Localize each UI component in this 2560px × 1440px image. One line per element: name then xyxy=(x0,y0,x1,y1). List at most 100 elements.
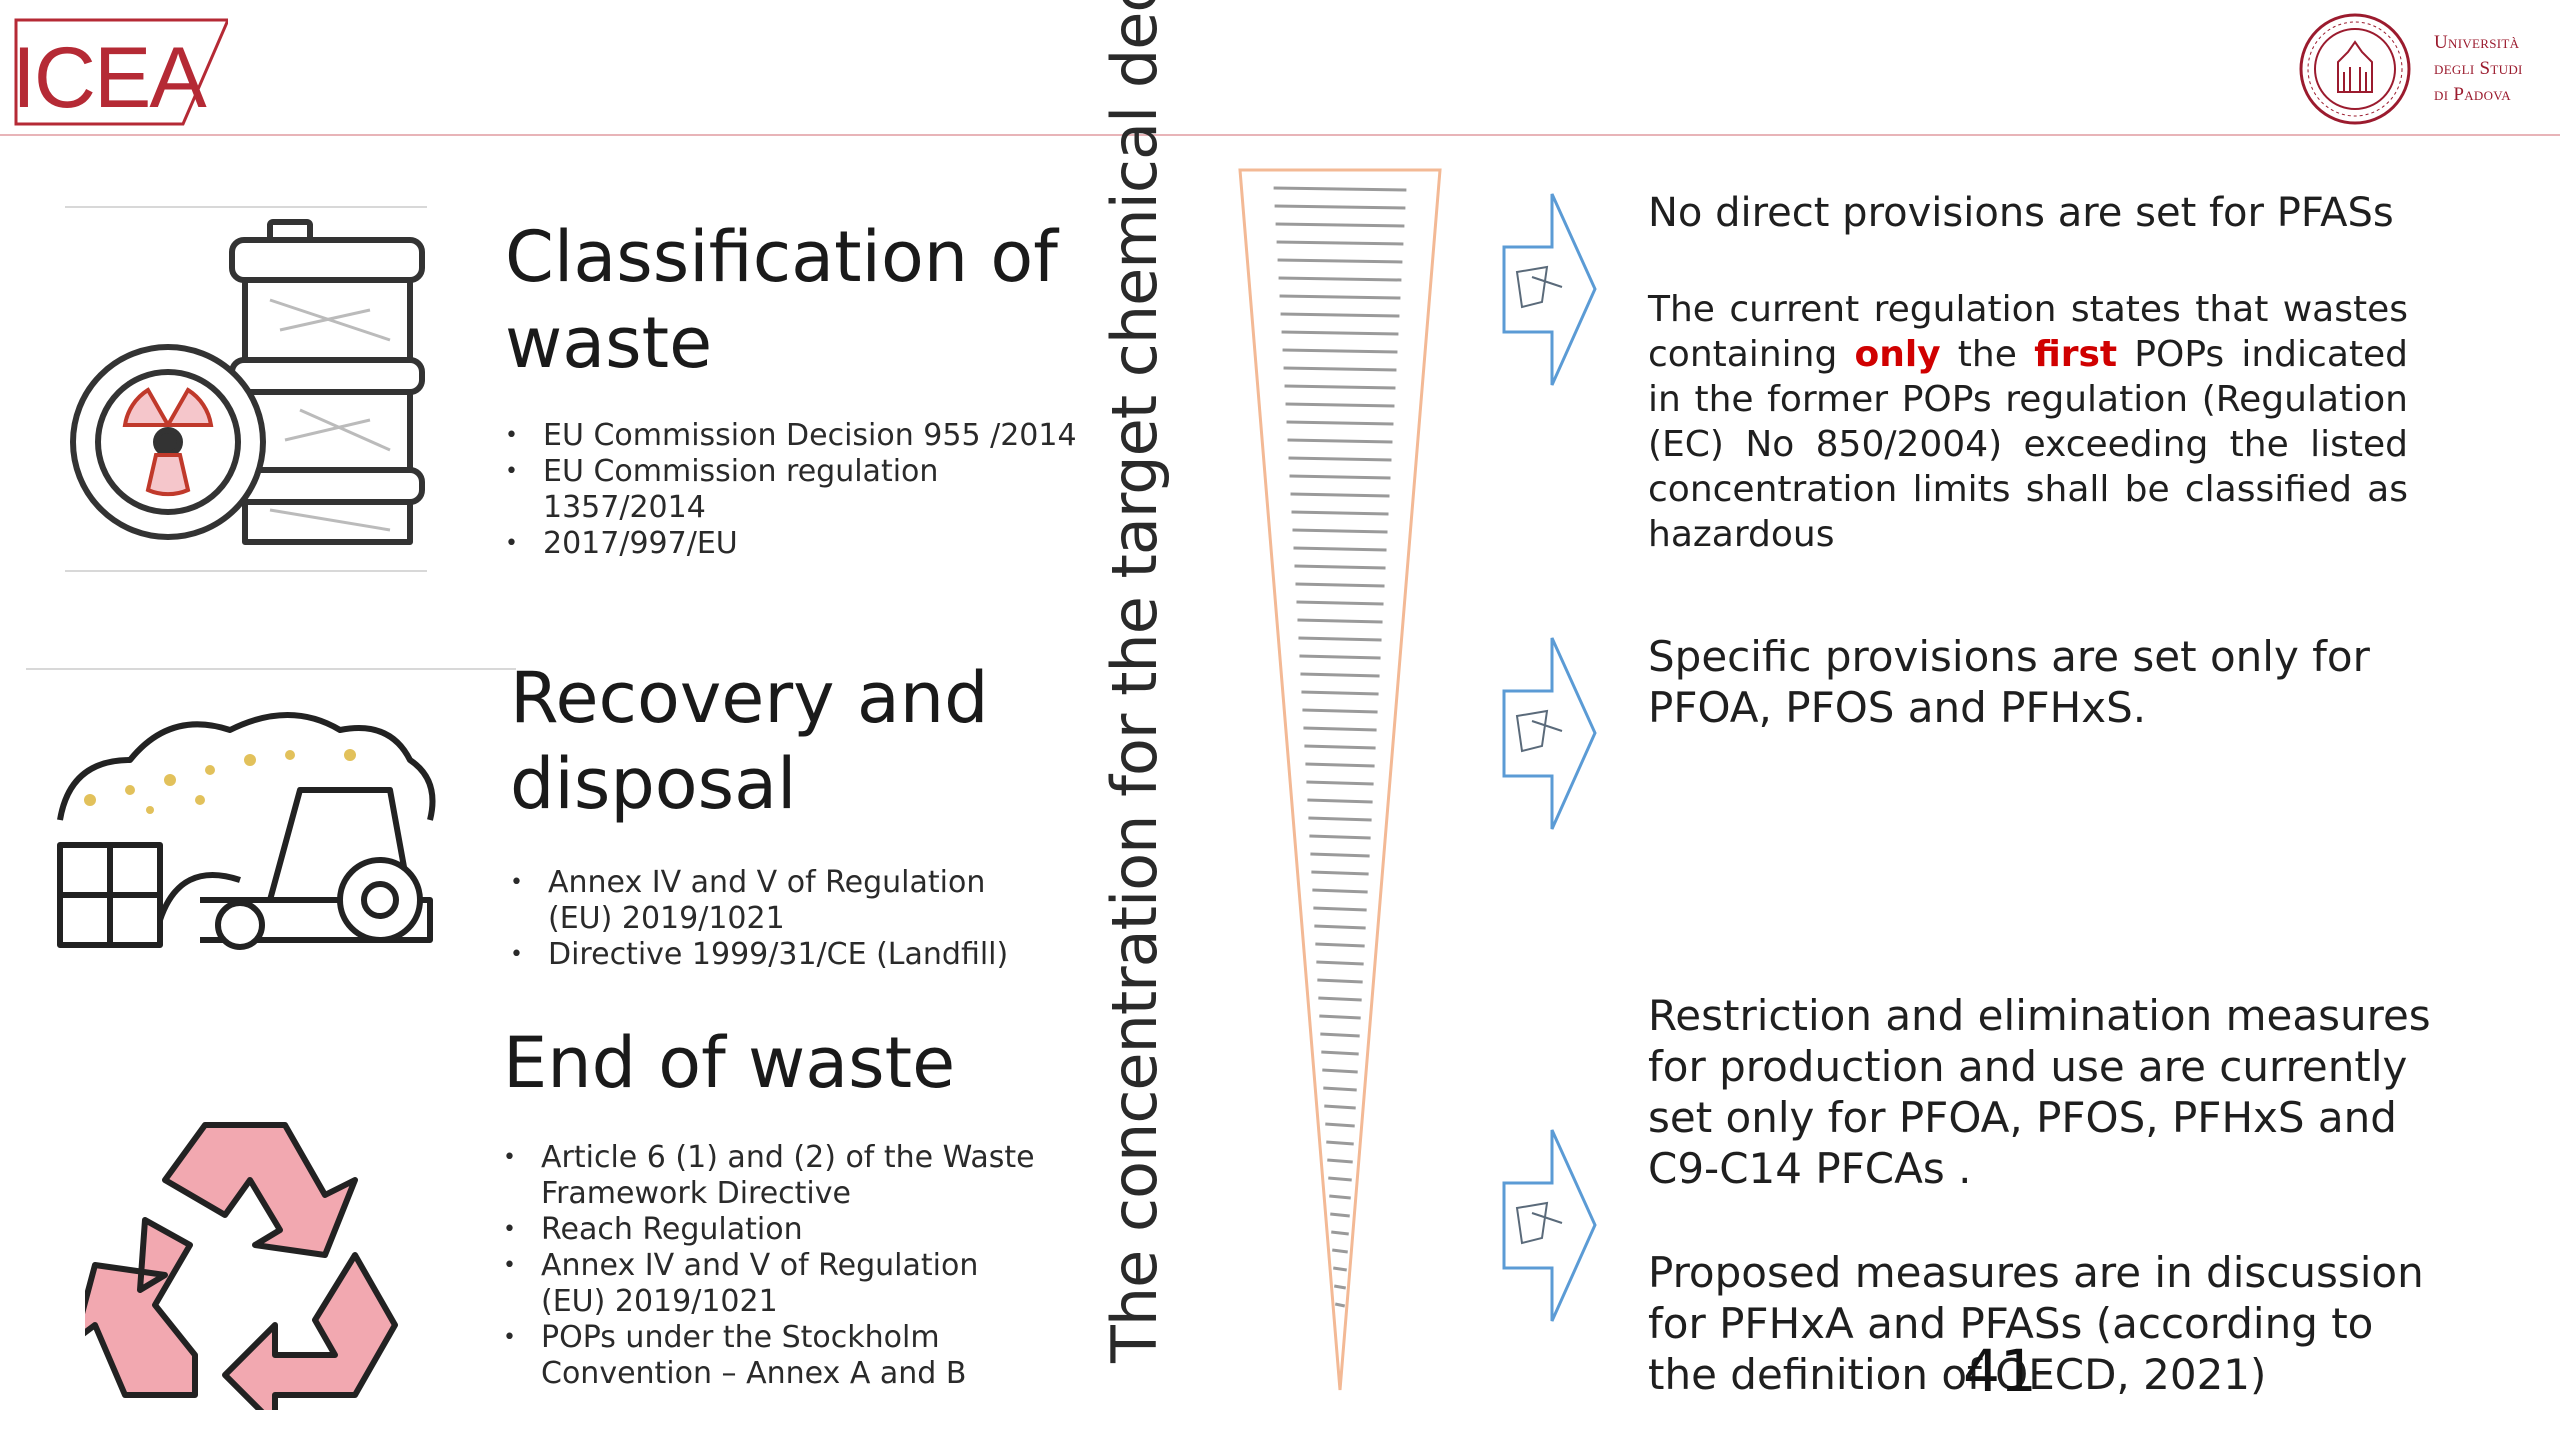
recovery-list: Annex IV and V of Regulation (EU) 2019/1… xyxy=(510,865,1050,973)
funnel-line xyxy=(1287,438,1393,444)
funnel-line xyxy=(1322,1068,1358,1074)
funnel-line xyxy=(1318,996,1362,1002)
list-item: EU Commission regulation 1357/2014 xyxy=(505,454,1085,526)
list-item: Annex IV and V of Regulation (EU) 2019/1… xyxy=(510,865,1050,937)
university-seal-icon xyxy=(2299,13,2411,125)
header-divider xyxy=(0,134,2560,136)
funnel-line xyxy=(1304,744,1376,750)
funnel-line xyxy=(1315,942,1365,948)
funnel-line xyxy=(1277,258,1403,264)
list-item: Directive 1999/31/CE (Landfill) xyxy=(510,937,1050,973)
list-item: Reach Regulation xyxy=(503,1212,1043,1248)
funnel-line xyxy=(1334,1302,1346,1308)
divider xyxy=(26,668,516,670)
arrow-right-icon xyxy=(1502,193,1597,386)
funnel-line xyxy=(1302,708,1378,714)
funnel-line xyxy=(1275,222,1405,228)
funnel-line xyxy=(1310,852,1370,858)
restriction-measures-text: Restriction and elimination measures for… xyxy=(1648,991,2431,1193)
end-of-waste-title: End of waste xyxy=(503,1022,956,1104)
loader-truck-icon xyxy=(57,712,436,950)
funnel-line xyxy=(1316,960,1364,966)
list-item: EU Commission Decision 955 /2014 xyxy=(505,418,1085,454)
divider xyxy=(65,206,427,208)
funnel-line xyxy=(1296,600,1384,606)
funnel-line xyxy=(1308,816,1372,822)
funnel-line xyxy=(1317,978,1363,984)
barrel-radiation-icon xyxy=(70,219,425,545)
funnel-line xyxy=(1330,1212,1350,1218)
funnel-line xyxy=(1319,1014,1361,1020)
classification-list: EU Commission Decision 955 /2014 EU Comm… xyxy=(505,418,1085,562)
funnel-line xyxy=(1293,546,1387,552)
svg-text:ICEA: ICEA xyxy=(12,30,207,126)
funnel-line xyxy=(1312,888,1368,894)
funnel-line xyxy=(1284,384,1396,390)
funnel-line xyxy=(1333,1284,1347,1290)
funnel-line xyxy=(1327,1158,1353,1164)
funnel-line xyxy=(1307,798,1373,804)
funnel-line xyxy=(1324,1104,1356,1110)
icea-logo: ICEA xyxy=(12,18,228,126)
vertical-caption: The concentration for the target chemica… xyxy=(1098,0,1171,1363)
highlight-first: first xyxy=(2034,334,2118,375)
funnel-line xyxy=(1294,564,1386,570)
funnel-line xyxy=(1300,672,1380,678)
list-item: Annex IV and V of Regulation (EU) 2019/1… xyxy=(503,1248,1043,1320)
funnel-line xyxy=(1329,1194,1351,1200)
list-item: Article 6 (1) and (2) of the Waste Frame… xyxy=(503,1140,1043,1212)
funnel-line xyxy=(1320,1032,1360,1038)
funnel-line xyxy=(1285,402,1395,408)
funnel-line xyxy=(1326,1140,1354,1146)
funnel-line xyxy=(1291,510,1389,516)
funnel-line xyxy=(1276,240,1404,246)
funnel-line xyxy=(1283,366,1397,372)
recovery-title: Recovery and disposal xyxy=(510,657,989,825)
funnel-line xyxy=(1280,312,1400,318)
funnel-line xyxy=(1279,294,1401,300)
funnel-line xyxy=(1273,186,1407,192)
funnel-line xyxy=(1288,456,1392,462)
funnel-line xyxy=(1313,906,1367,912)
funnel-hatching xyxy=(1273,186,1407,1308)
funnel-line xyxy=(1299,654,1381,660)
university-name: Università degli Studi di Padova xyxy=(2434,32,2523,105)
page-number: 41 xyxy=(1963,1337,2037,1405)
arrow-right-icon xyxy=(1502,637,1597,830)
pfas-no-provisions-text: No direct provisions are set for PFASs xyxy=(1648,190,2394,236)
proposed-measures-text: Proposed measures are in discussion for … xyxy=(1648,1248,2424,1399)
funnel-line xyxy=(1301,690,1379,696)
classification-title: Classification of waste xyxy=(505,216,1058,384)
list-item: 2017/997/EU xyxy=(505,526,1085,562)
funnel-line xyxy=(1282,348,1398,354)
divider xyxy=(65,570,427,572)
funnel-line xyxy=(1281,330,1399,336)
funnel-line xyxy=(1274,204,1406,210)
funnel-line xyxy=(1292,528,1388,534)
funnel-line xyxy=(1321,1050,1359,1056)
funnel-line xyxy=(1331,1230,1349,1236)
highlight-only: only xyxy=(1854,334,1941,375)
funnel-line xyxy=(1295,582,1385,588)
funnel-line xyxy=(1289,474,1391,480)
funnel-line xyxy=(1333,1266,1347,1272)
specific-provisions-text: Specific provisions are set only for PFO… xyxy=(1648,632,2370,732)
funnel-line xyxy=(1328,1176,1352,1182)
list-item: POPs under the Stockholm Convention – An… xyxy=(503,1320,1043,1392)
funnel-line xyxy=(1332,1248,1348,1254)
recycle-icon xyxy=(85,1122,398,1410)
concentration-funnel xyxy=(1238,168,1442,1391)
funnel-line xyxy=(1306,780,1374,786)
current-regulation-text: The current regulation states that waste… xyxy=(1648,289,2408,555)
funnel-line xyxy=(1297,618,1383,624)
funnel-line xyxy=(1298,636,1382,642)
funnel-line xyxy=(1325,1122,1355,1128)
funnel-line xyxy=(1323,1086,1357,1092)
funnel-line xyxy=(1305,762,1375,768)
arrow-right-icon xyxy=(1502,1129,1597,1322)
funnel-line xyxy=(1309,834,1371,840)
funnel-line xyxy=(1314,924,1366,930)
funnel-line xyxy=(1278,276,1402,282)
funnel-line xyxy=(1290,492,1390,498)
funnel-line xyxy=(1303,726,1377,732)
